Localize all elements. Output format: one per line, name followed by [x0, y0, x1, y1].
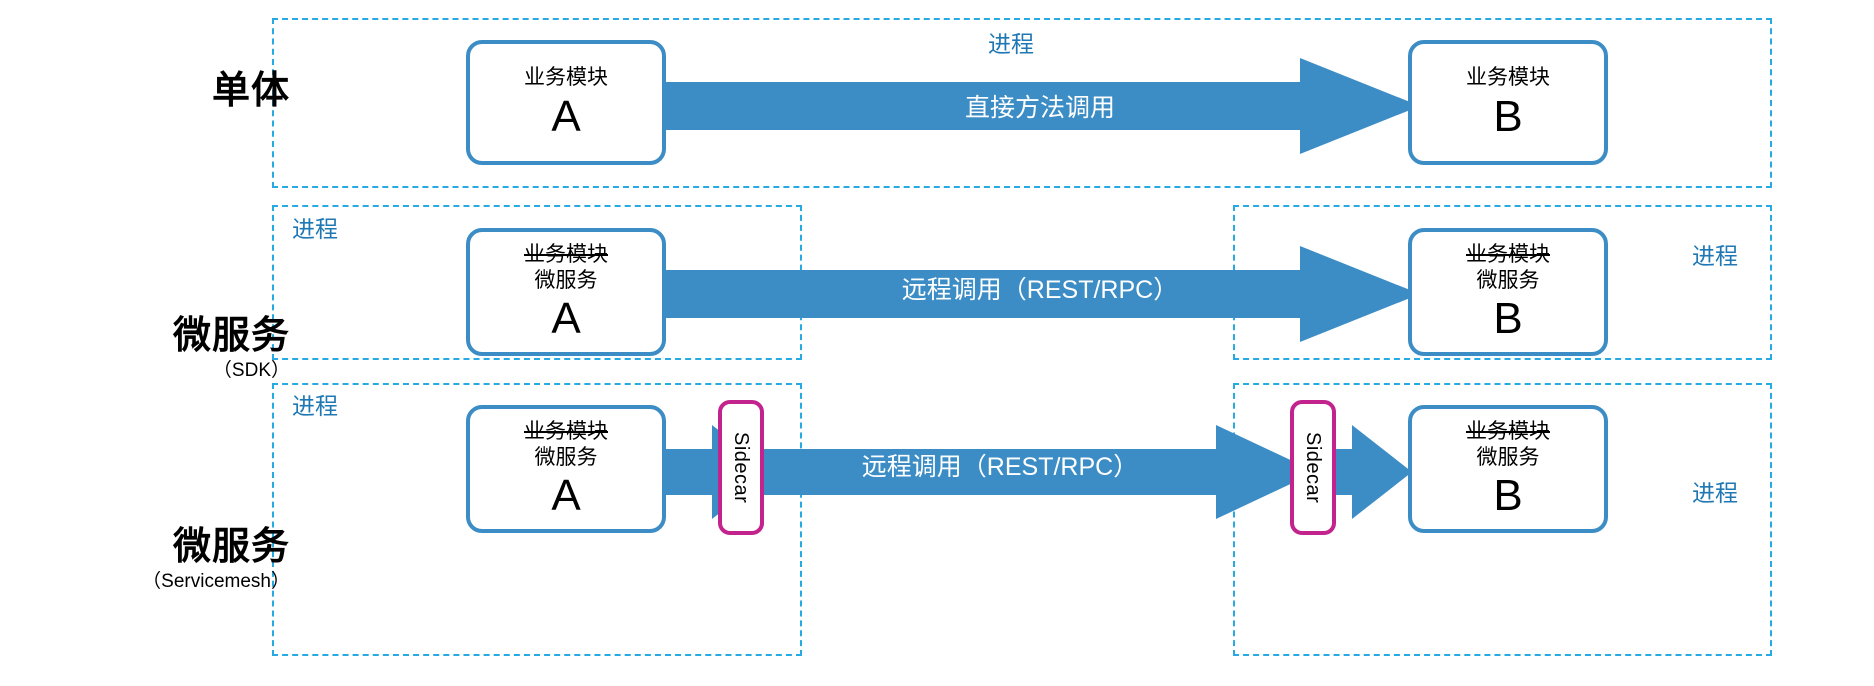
arrow-sdk-remote-call-label: 远程调用（REST/RPC） — [901, 276, 1179, 304]
node-mesh-service-b-mid: 微服务 — [1476, 445, 1540, 469]
arrow-mesh-sidecar-to-b — [1300, 425, 1412, 519]
arrow-monolith-call-label: 直接方法调用 — [964, 94, 1115, 122]
arrow-monolith-call — [660, 58, 1420, 154]
node-monolith-module-a[interactable]: 业务模块 A — [466, 40, 666, 165]
row-label-microservice-sdk-sub: （SDK） — [212, 359, 290, 381]
process-boundary-mesh-left — [272, 383, 802, 656]
process-label-sdk-left: 进程 — [292, 216, 338, 242]
row-label-monolith: 单体 — [60, 70, 290, 112]
node-sdk-service-a-mid: 微服务 — [534, 268, 598, 292]
process-label-mesh-right: 进程 — [1692, 480, 1738, 506]
node-mesh-service-a-top: 业务模块 — [524, 419, 608, 443]
node-sdk-service-b-mid: 微服务 — [1476, 268, 1540, 292]
row-label-monolith-main: 单体 — [211, 70, 290, 112]
node-sdk-service-b[interactable]: 业务模块 微服务 B — [1408, 228, 1608, 356]
process-label-monolith: 进程 — [988, 31, 1034, 57]
node-monolith-module-b-id: B — [1493, 91, 1523, 141]
row-label-microservice-mesh: 微服务 （Servicemesh） — [60, 526, 290, 594]
node-sdk-service-a[interactable]: 业务模块 微服务 A — [466, 228, 666, 356]
node-monolith-module-b-top: 业务模块 — [1466, 66, 1550, 90]
node-mesh-service-a-id: A — [551, 471, 581, 521]
process-boundary-monolith — [272, 18, 1772, 188]
process-label-mesh-left: 进程 — [292, 393, 338, 419]
node-mesh-service-b-top: 业务模块 — [1466, 419, 1550, 443]
arrow-mesh-a-to-sidecar — [660, 425, 772, 519]
process-boundary-mesh-right — [1233, 383, 1772, 656]
node-sdk-service-b-top: 业务模块 — [1466, 242, 1550, 266]
row-label-microservice-sdk-main: 微服务 — [172, 315, 290, 357]
node-sdk-service-a-top: 业务模块 — [524, 242, 608, 266]
row-label-microservice-mesh-sub: （Servicemesh） — [142, 570, 290, 592]
node-mesh-service-b[interactable]: 业务模块 微服务 B — [1408, 405, 1608, 533]
node-monolith-module-a-id: A — [551, 91, 581, 141]
sidecar-box-right-label: Sidecar — [1302, 431, 1324, 504]
node-sdk-service-a-id: A — [551, 294, 581, 344]
row-label-microservice-mesh-main: 微服务 — [172, 526, 290, 568]
sidecar-box-left-label: Sidecar — [730, 431, 752, 504]
node-mesh-service-b-id: B — [1493, 471, 1523, 521]
row-label-microservice-sdk: 微服务 （SDK） — [60, 315, 290, 383]
sidecar-box-right[interactable]: Sidecar — [1290, 400, 1336, 535]
node-mesh-service-a-mid: 微服务 — [534, 445, 598, 469]
sidecar-box-left[interactable]: Sidecar — [718, 400, 764, 535]
node-mesh-service-a[interactable]: 业务模块 微服务 A — [466, 405, 666, 533]
node-monolith-module-a-top: 业务模块 — [524, 66, 608, 90]
node-monolith-module-b[interactable]: 业务模块 B — [1408, 40, 1608, 165]
arrow-sdk-remote-call — [660, 246, 1420, 342]
node-sdk-service-b-id: B — [1493, 294, 1523, 344]
arrow-mesh-remote-call-label: 远程调用（REST/RPC） — [861, 453, 1139, 481]
arrow-mesh-remote-call — [756, 425, 1316, 519]
process-label-sdk-right: 进程 — [1692, 243, 1738, 269]
